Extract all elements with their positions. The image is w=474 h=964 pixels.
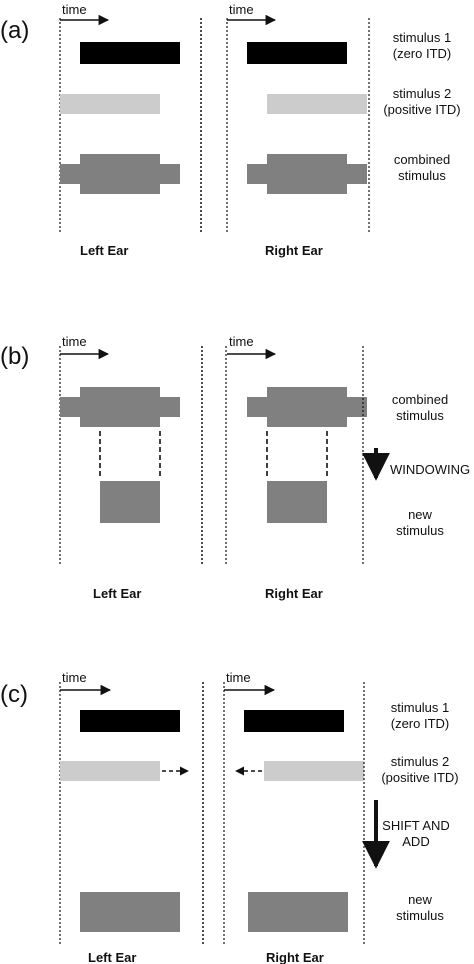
- stimulus-1-sublabel: (zero ITD): [391, 716, 450, 731]
- ear-label-left: Left Ear: [80, 243, 128, 258]
- side-labels-a: stimulus 1 (zero ITD) stimulus 2 (positi…: [383, 30, 460, 183]
- panel-b: (b) time Left Ear time Right Ear combine…: [0, 334, 470, 601]
- stimulus-1-label: stimulus 1: [391, 700, 450, 715]
- panel-label-b: (b): [0, 343, 29, 370]
- new-stimulus-sublabel: stimulus: [396, 523, 444, 538]
- time-label: time: [62, 670, 87, 685]
- new-stimulus-bar: [267, 481, 327, 523]
- new-stimulus-label: new: [408, 892, 432, 907]
- stimulus-2-label: stimulus 2: [393, 86, 452, 101]
- left-ear-a: time Left Ear: [59, 2, 180, 258]
- new-stimulus-sublabel: stimulus: [396, 908, 444, 923]
- time-label: time: [226, 670, 251, 685]
- combined-stimulus-label: combined: [392, 392, 448, 407]
- stimulus-2-sublabel: (positive ITD): [383, 102, 460, 117]
- combined-stimulus-shape: [247, 154, 367, 194]
- time-label: time: [62, 334, 87, 349]
- shift-and-add-label: SHIFT AND: [382, 818, 450, 833]
- right-ear-c: time Right Ear: [223, 670, 364, 964]
- new-stimulus-bar: [80, 892, 180, 932]
- stimulus-2-sublabel: (positive ITD): [381, 770, 458, 785]
- stimulus-2-bar: [60, 761, 160, 781]
- time-label: time: [229, 334, 254, 349]
- panel-a: (a) time Left Ear time Right Ear stimulu…: [0, 2, 461, 258]
- combined-stimulus-shape: [247, 387, 367, 427]
- stimulus-2-bar: [264, 761, 364, 781]
- new-stimulus-label: new: [408, 507, 432, 522]
- stimulus-1-label: stimulus 1: [393, 30, 452, 45]
- ear-label-right: Right Ear: [266, 950, 324, 964]
- ear-label-left: Left Ear: [93, 586, 141, 601]
- time-label: time: [62, 2, 87, 17]
- ear-label-right: Right Ear: [265, 243, 323, 258]
- stimulus-1-bar: [247, 42, 347, 64]
- ear-label-right: Right Ear: [265, 586, 323, 601]
- panel-c: (c) time Left Ear time Right Ear stimulu…: [0, 670, 459, 964]
- left-ear-b: time Left Ear: [59, 334, 180, 601]
- combined-stimulus-sublabel: stimulus: [398, 168, 446, 183]
- panel-label-c: (c): [0, 681, 28, 708]
- panel-label-a: (a): [0, 17, 29, 44]
- stimulus-1-bar: [80, 710, 180, 732]
- combined-stimulus-label: combined: [394, 152, 450, 167]
- combined-stimulus-sublabel: stimulus: [396, 408, 444, 423]
- right-ear-b: time Right Ear: [225, 334, 367, 601]
- stimulus-1-sublabel: (zero ITD): [393, 46, 452, 61]
- combined-stimulus-shape: [60, 154, 180, 194]
- stimulus-2-bar: [267, 94, 367, 114]
- shift-and-add-sublabel: ADD: [402, 834, 429, 849]
- new-stimulus-bar: [248, 892, 348, 932]
- combined-stimulus-shape: [60, 387, 180, 427]
- right-ear-a: time Right Ear: [226, 2, 367, 258]
- side-labels-c: stimulus 1 (zero ITD) stimulus 2 (positi…: [362, 700, 459, 923]
- time-label: time: [229, 2, 254, 17]
- stimulus-2-label: stimulus 2: [391, 754, 450, 769]
- ear-label-left: Left Ear: [88, 950, 136, 964]
- stimulus-2-bar: [60, 94, 160, 114]
- stimulus-1-bar: [244, 710, 344, 732]
- new-stimulus-bar: [100, 481, 160, 523]
- windowing-label: WINDOWING: [390, 462, 470, 477]
- stimulus-1-bar: [80, 42, 180, 64]
- side-labels-b: combined stimulus WINDOWING new stimulus: [362, 392, 470, 538]
- left-ear-c: time Left Ear: [59, 670, 189, 964]
